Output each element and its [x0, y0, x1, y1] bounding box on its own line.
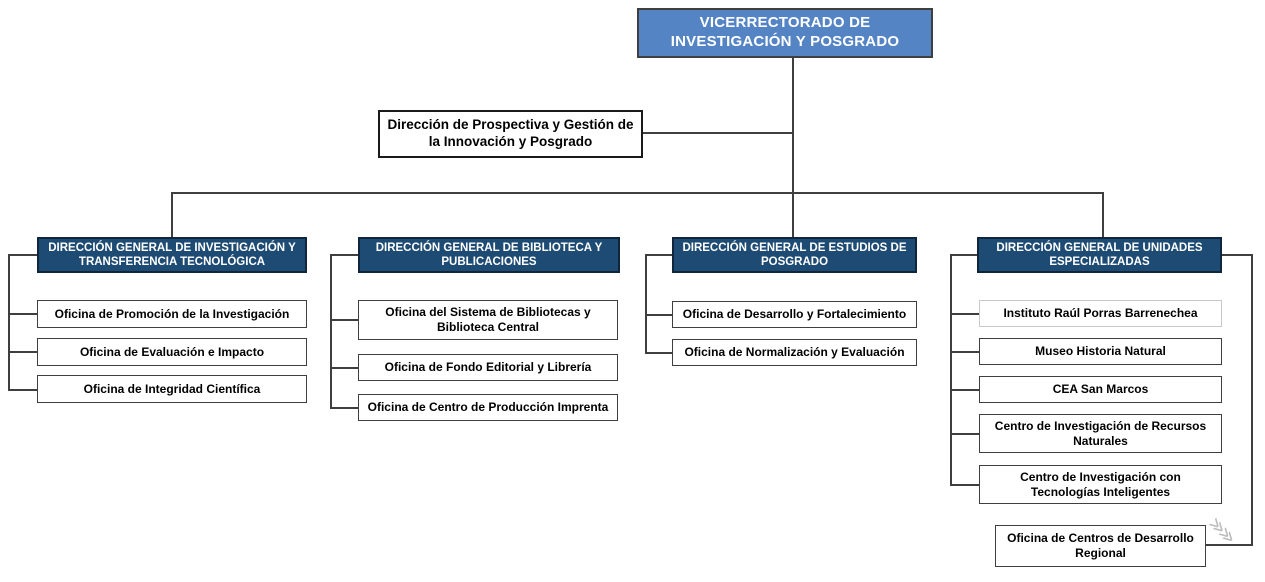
branch-3-spine-stub	[645, 254, 672, 256]
branch-4-child: Centro de Investigación de Recursos Natu…	[979, 414, 1222, 453]
branch-4-spine	[950, 254, 952, 485]
branch-1-child-stub	[8, 389, 37, 391]
branch-3-child-stub	[645, 352, 672, 354]
branch-3-child: Oficina de Desarrollo y Fortalecimiento	[672, 301, 917, 328]
branch-4-right-stub	[1222, 254, 1253, 256]
branch-2-child: Oficina de Fondo Editorial y Librería	[358, 354, 618, 381]
connector-root-vertical	[792, 58, 794, 237]
root-box: VICERRECTORADO DE INVESTIGACIÓN Y POSGRA…	[637, 8, 933, 58]
branch-2-spine-stub	[330, 254, 358, 256]
branch-2-child-stub	[330, 319, 358, 321]
branch-4-child-stub	[950, 351, 979, 353]
branch-3-child: Oficina de Normalización y Evaluación	[672, 339, 917, 366]
connector-stub-branch-1	[171, 192, 173, 237]
branch-2-child-stub	[330, 407, 358, 409]
branch-1-spine	[8, 254, 10, 391]
branch-1-child-stub	[8, 351, 37, 353]
break-marks-icon: ≫≫	[1205, 514, 1238, 547]
branch-4-child: Oficina de Centros de Desarrollo Regiona…	[995, 525, 1206, 567]
branch-4-child-stub	[950, 313, 979, 315]
branch-2-child-stub	[330, 367, 358, 369]
staff-box: Dirección de Prospectiva y Gestión de la…	[378, 110, 643, 158]
branch-4-child: CEA San Marcos	[979, 376, 1222, 403]
connector-top-horizontal	[171, 192, 1104, 194]
branch-1-child: Oficina de Promoción de la Investigación	[37, 300, 307, 328]
branch-1-child: Oficina de Integridad Científica	[37, 375, 307, 403]
branch-4-child: Museo Historia Natural	[979, 338, 1222, 365]
branch-4-header: DIRECCIÓN GENERAL DE UNIDADES ESPECIALIZ…	[977, 237, 1222, 273]
branch-2-spine	[330, 254, 332, 409]
branch-4-child: Instituto Raúl Porras Barrenechea	[979, 300, 1222, 327]
branch-4-bottom-stub	[1206, 544, 1253, 546]
branch-3-spine	[645, 254, 647, 354]
branch-1-header: DIRECCIÓN GENERAL DE INVESTIGACIÓN Y TRA…	[37, 237, 307, 273]
branch-1-child-stub	[8, 313, 37, 315]
branch-4-child-stub	[950, 484, 979, 486]
branch-4-child: Centro de Investigación con Tecnologías …	[979, 465, 1222, 504]
branch-2-child: Oficina de Centro de Producción Imprenta	[358, 394, 618, 421]
connector-staff	[643, 132, 792, 134]
branch-4-child-stub	[950, 433, 979, 435]
branch-2-header: DIRECCIÓN GENERAL DE BIBLIOTECA Y PUBLIC…	[358, 237, 620, 273]
branch-1-child: Oficina de Evaluación e Impacto	[37, 338, 307, 366]
branch-4-spine-stub	[950, 254, 977, 256]
branch-1-spine-stub	[8, 254, 37, 256]
branch-4-child-stub	[950, 389, 979, 391]
branch-3-child-stub	[645, 314, 672, 316]
branch-2-child: Oficina del Sistema de Bibliotecas y Bib…	[358, 300, 618, 340]
branch-3-header: DIRECCIÓN GENERAL DE ESTUDIOS DE POSGRAD…	[672, 237, 917, 273]
connector-stub-branch-4	[1102, 192, 1104, 237]
branch-4-right-vertical	[1251, 254, 1253, 546]
